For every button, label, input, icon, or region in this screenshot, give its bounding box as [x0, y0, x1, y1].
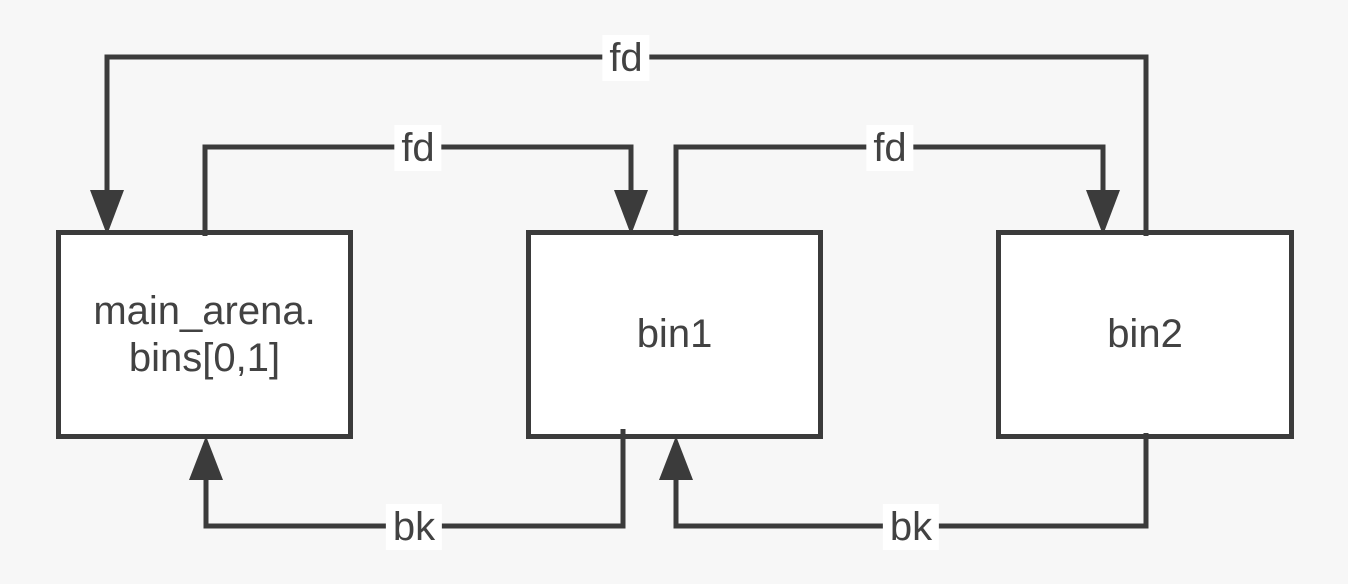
edge-label-fd-main-arena-to-bin1: fd: [394, 125, 442, 171]
node-main-arena-bins: main_arena. bins[0,1]: [56, 230, 353, 439]
node-bin1: bin1: [526, 230, 823, 439]
edge-label-fd-bin1-to-bin2: fd: [866, 125, 914, 171]
node-main-arena-label-line1: main_arena.: [93, 288, 316, 333]
node-main-arena-label-line2: bins[0,1]: [128, 335, 281, 380]
edge-label-fd-bin2-to-main-arena: fd: [602, 35, 650, 81]
node-bin1-label: bin1: [636, 312, 713, 357]
arrowhead-up-icon: [189, 436, 223, 480]
arrowhead-down-icon: [614, 190, 648, 235]
edge-label-bk-bin2-to-bin1: bk: [882, 504, 940, 550]
edge-fd-bin2-to-main-arena-line: [104, 54, 1149, 236]
node-bin2: bin2: [996, 230, 1294, 439]
arrowhead-down-icon: [1086, 190, 1120, 235]
arrowhead-down-icon: [90, 190, 124, 235]
node-main-arena-label: main_arena. bins[0,1]: [93, 288, 315, 382]
arrowhead-up-icon: [659, 436, 693, 480]
node-bin2-label: bin2: [1107, 312, 1183, 357]
edge-label-bk-bin1-to-main-arena: bk: [385, 504, 443, 550]
